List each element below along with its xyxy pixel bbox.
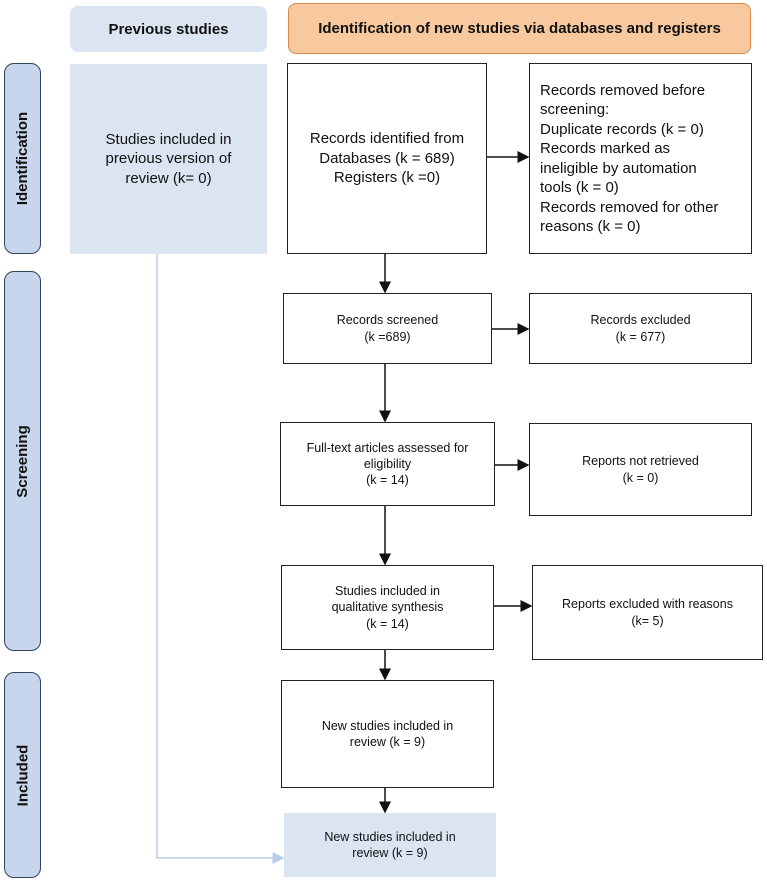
qualitative-box: Studies included in qualitative synthesi… <box>281 565 494 650</box>
new-studies-header-label: Identification of new studies via databa… <box>318 20 721 37</box>
previous-studies-header-label: Previous studies <box>108 20 229 38</box>
total-included-box: New studies included in review (k = 9) <box>284 813 496 877</box>
total-included-text: New studies included in review (k = 9) <box>324 829 456 860</box>
previous-included-text: Studies included in previous version of … <box>105 130 232 187</box>
records-removed-text: Records removed before screening: Duplic… <box>540 81 719 236</box>
records-excluded-text: Records excluded (k = 677) <box>590 313 691 344</box>
new-included-text: New studies included in review (k = 9) <box>321 718 454 749</box>
records-screened-text: Records screened (k =689) <box>336 313 439 344</box>
records-identified-box: Records identified from Databases (k = 6… <box>287 63 487 254</box>
qualitative-text: Studies included in qualitative synthesi… <box>331 584 444 631</box>
phase-screening: Screening <box>4 271 41 651</box>
records-removed-box: Records removed before screening: Duplic… <box>529 63 752 254</box>
phase-identification: Identification <box>4 63 41 254</box>
records-screened-box: Records screened (k =689) <box>283 293 492 364</box>
excluded-reasons-box: Reports excluded with reasons (k= 5) <box>532 565 763 660</box>
full-text-text: Full-text articles assessed for eligibil… <box>306 440 469 488</box>
new-included-box: New studies included in review (k = 9) <box>281 680 494 788</box>
new-studies-header: Identification of new studies via databa… <box>288 3 751 54</box>
arrow-previous-to-total <box>156 254 285 864</box>
phase-included: Included <box>4 672 41 878</box>
not-retrieved-text: Reports not retrieved (k = 0) <box>582 454 699 485</box>
full-text-box: Full-text articles assessed for eligibil… <box>280 422 495 506</box>
previous-included-box: Studies included in previous version of … <box>70 64 267 254</box>
records-identified-text: Records identified from Databases (k = 6… <box>309 130 465 187</box>
records-excluded-box: Records excluded (k = 677) <box>529 293 752 364</box>
previous-studies-header: Previous studies <box>70 6 267 52</box>
not-retrieved-box: Reports not retrieved (k = 0) <box>529 423 752 516</box>
excluded-reasons-text: Reports excluded with reasons (k= 5) <box>562 597 733 628</box>
